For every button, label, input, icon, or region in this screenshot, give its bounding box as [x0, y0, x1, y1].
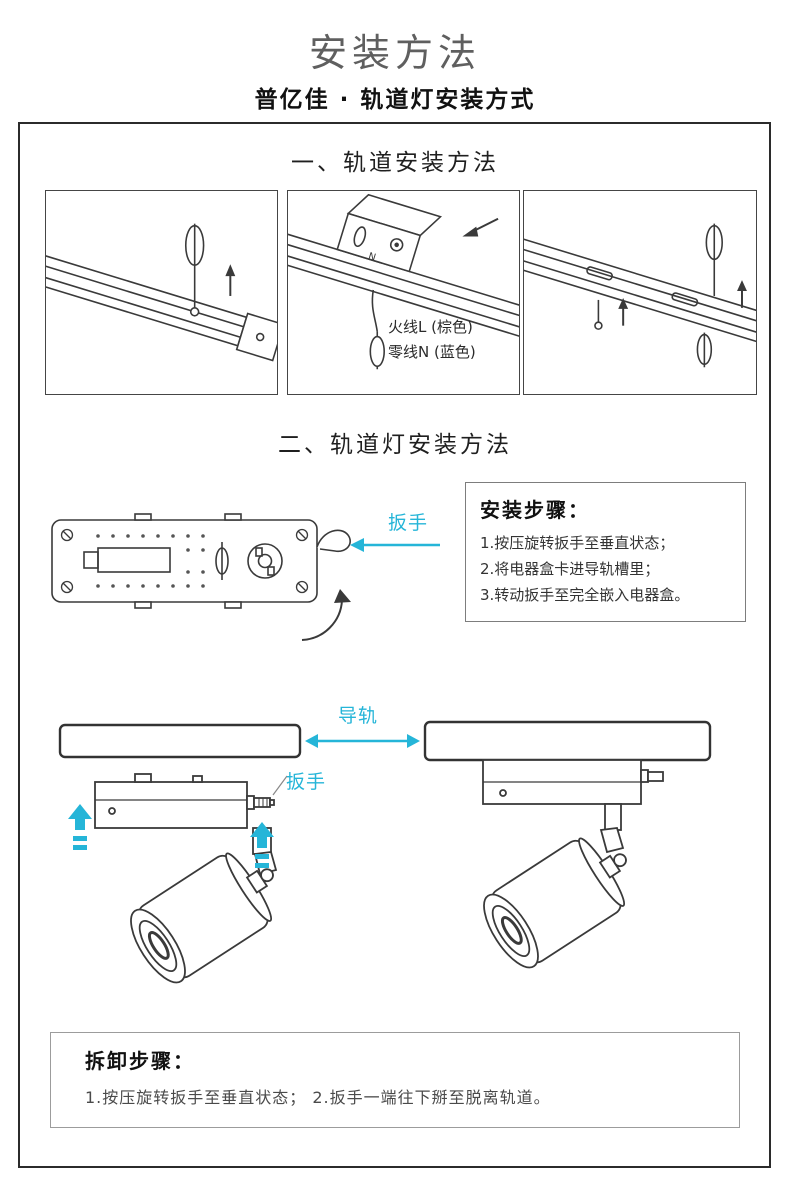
track-rail — [46, 249, 277, 362]
track-lights-diagram — [58, 720, 712, 984]
corner-screws — [60, 528, 309, 594]
spotlight-body — [483, 837, 627, 969]
track-rail — [288, 193, 519, 342]
anchor-screw-top-icon — [705, 223, 723, 296]
spotlight-body — [130, 852, 274, 984]
screw-dots — [96, 534, 205, 588]
install-step-1: 1.按压旋转扳手至垂直状态； — [480, 534, 675, 552]
up-arrow-icon — [225, 264, 236, 296]
wire-neutral-label: 零线N (蓝色) — [388, 343, 476, 361]
install-step-3: 3.转动扳手至完全嵌入电器盒。 — [480, 586, 690, 604]
wrench-bolt — [246, 795, 275, 810]
rail-right — [423, 720, 712, 762]
diagram-track-step1 — [45, 190, 278, 395]
wrench-pointer-arrow-icon — [350, 538, 440, 552]
hanging-anchor-icon — [369, 289, 385, 370]
removal-steps-text: 1.按压旋转扳手至垂直状态； 2.扳手一端往下掰至脱离轨道。 — [85, 1088, 551, 1107]
screw-below-icon — [594, 299, 603, 330]
section1-heading: 一、轨道安装方法 — [291, 150, 499, 176]
wrench-lever — [316, 529, 351, 553]
wire-live-label: 火线L (棕色) — [388, 318, 473, 336]
track-light-right — [482, 759, 664, 969]
wire-labels: 火线L (棕色) 零线N (蓝色) — [388, 315, 476, 365]
wrench-label-bottom: 扳手 — [286, 771, 327, 793]
page-subtitle: 普亿佳 · 轨道灯安装方式 — [254, 87, 536, 113]
wire-connector-box — [336, 193, 443, 273]
install-step-2: 2.将电器盒卡进导轨槽里； — [480, 560, 660, 578]
track-step1-drawing — [46, 223, 277, 362]
install-steps-panel: 安装步骤： 1.按压旋转扳手至垂直状态； 2.将电器盒卡进导轨槽里； 3.转动扳… — [465, 482, 746, 622]
diagram-track-step3 — [523, 190, 757, 395]
section2-heading: 二、轨道灯安装方法 — [278, 432, 512, 458]
rail-label: 导轨 — [338, 705, 379, 727]
removal-steps-box: 拆卸步骤： 1.按压旋转扳手至垂直状态； 2.扳手一端往下掰至脱离轨道。 — [50, 1032, 740, 1128]
track-light-left — [94, 773, 288, 984]
adapter-box-diagram — [51, 513, 440, 641]
install-steps-title: 安装步骤： — [480, 498, 590, 522]
terminal-mark-n: N — [367, 251, 377, 264]
hanging-anchor-icon — [696, 332, 713, 368]
track-rail — [524, 229, 756, 347]
removal-steps-title: 拆卸步骤： — [85, 1049, 195, 1073]
track-step3-drawing — [524, 223, 756, 368]
power-adapter-top-view — [51, 513, 318, 609]
push-up-arrow-left-icon — [68, 804, 92, 850]
up-arrow-right-icon — [737, 280, 747, 308]
diagram-track-step2: N 火线L (棕色) 零线N (蓝色) — [287, 190, 520, 395]
rail-double-arrow-icon — [305, 734, 420, 748]
wrench-label-top: 扳手 — [388, 512, 429, 534]
track-step2-drawing: N — [288, 193, 519, 370]
anchor-screw-icon — [184, 223, 205, 317]
rotation-arrow-icon — [301, 589, 351, 641]
rail-left — [58, 723, 302, 759]
push-up-arrow-right-icon — [250, 822, 274, 868]
page-title: 安装方法 — [308, 31, 481, 75]
cable-arrow-icon — [462, 217, 499, 237]
up-arrow-left-icon — [618, 297, 629, 326]
